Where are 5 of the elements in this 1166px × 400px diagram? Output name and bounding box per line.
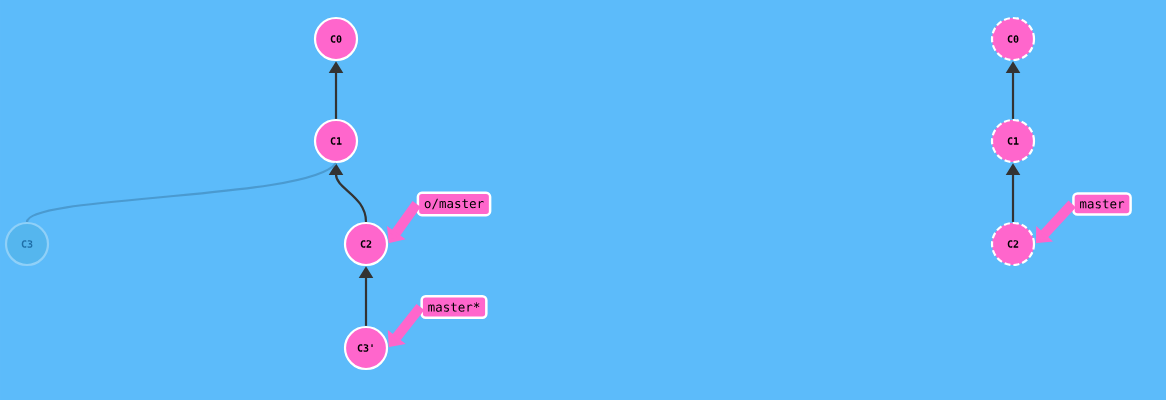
branch-label: master*: [420, 295, 488, 319]
branch-pointer-arrow: [1035, 200, 1076, 244]
branch-label: o/master: [416, 191, 492, 217]
branch-label: master: [1072, 192, 1132, 216]
connector-line: [26, 162, 337, 223]
